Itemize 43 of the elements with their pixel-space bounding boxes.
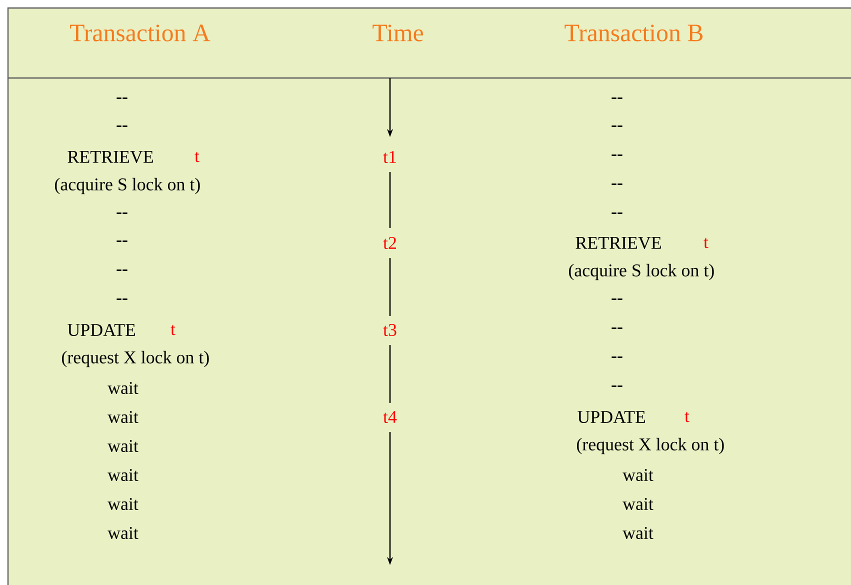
variable-name: t bbox=[170, 324, 176, 336]
placeholder-dash: -- bbox=[612, 298, 622, 300]
lock-note: (request X lock on t) bbox=[62, 350, 209, 368]
operation-text: UPDATE bbox=[68, 324, 136, 336]
wait-text: wait bbox=[108, 498, 138, 510]
lock-note: (request X lock on t) bbox=[576, 438, 724, 454]
wait-text: wait bbox=[622, 468, 654, 482]
placeholder-dash: -- bbox=[612, 212, 622, 214]
placeholder-dash: -- bbox=[612, 126, 622, 128]
operation-text: RETRIEVE bbox=[576, 236, 661, 249]
variable-name: t bbox=[194, 152, 200, 162]
placeholder-dash: -- bbox=[116, 298, 128, 300]
placeholder-dash: -- bbox=[612, 154, 622, 156]
lock-note: (acquire S lock on t) bbox=[568, 264, 714, 280]
column-heading: Transaction B bbox=[564, 24, 703, 42]
wait-text: wait bbox=[622, 526, 654, 540]
placeholder-dash: -- bbox=[116, 98, 128, 100]
placeholder-dash: -- bbox=[116, 212, 128, 214]
placeholder-dash: -- bbox=[116, 270, 128, 272]
placeholder-dash: -- bbox=[612, 386, 622, 388]
column-heading: Time bbox=[372, 24, 423, 42]
placeholder-dash: -- bbox=[116, 240, 128, 242]
time-mark: t3 bbox=[383, 324, 396, 336]
placeholder-dash: -- bbox=[612, 356, 622, 358]
placeholder-dash: -- bbox=[612, 328, 622, 330]
placeholder-dash: -- bbox=[612, 98, 622, 100]
wait-text: wait bbox=[108, 468, 138, 482]
variable-name: t bbox=[684, 412, 690, 422]
column-heading: Transaction A bbox=[70, 24, 210, 42]
placeholder-dash: -- bbox=[116, 126, 128, 128]
placeholder-dash: -- bbox=[612, 184, 622, 186]
wait-text: wait bbox=[108, 526, 138, 540]
wait-text: wait bbox=[108, 440, 138, 452]
operation-text: UPDATE bbox=[578, 410, 646, 423]
wait-text: wait bbox=[108, 410, 138, 424]
operation-text: RETRIEVE bbox=[68, 150, 153, 163]
variable-name: t bbox=[704, 238, 708, 248]
lock-note: (acquire S lock on t) bbox=[55, 178, 200, 194]
time-mark: t2 bbox=[383, 236, 396, 250]
wait-text: wait bbox=[108, 382, 138, 394]
time-mark: t1 bbox=[383, 150, 396, 163]
wait-text: wait bbox=[622, 498, 654, 510]
time-mark: t4 bbox=[383, 411, 397, 423]
